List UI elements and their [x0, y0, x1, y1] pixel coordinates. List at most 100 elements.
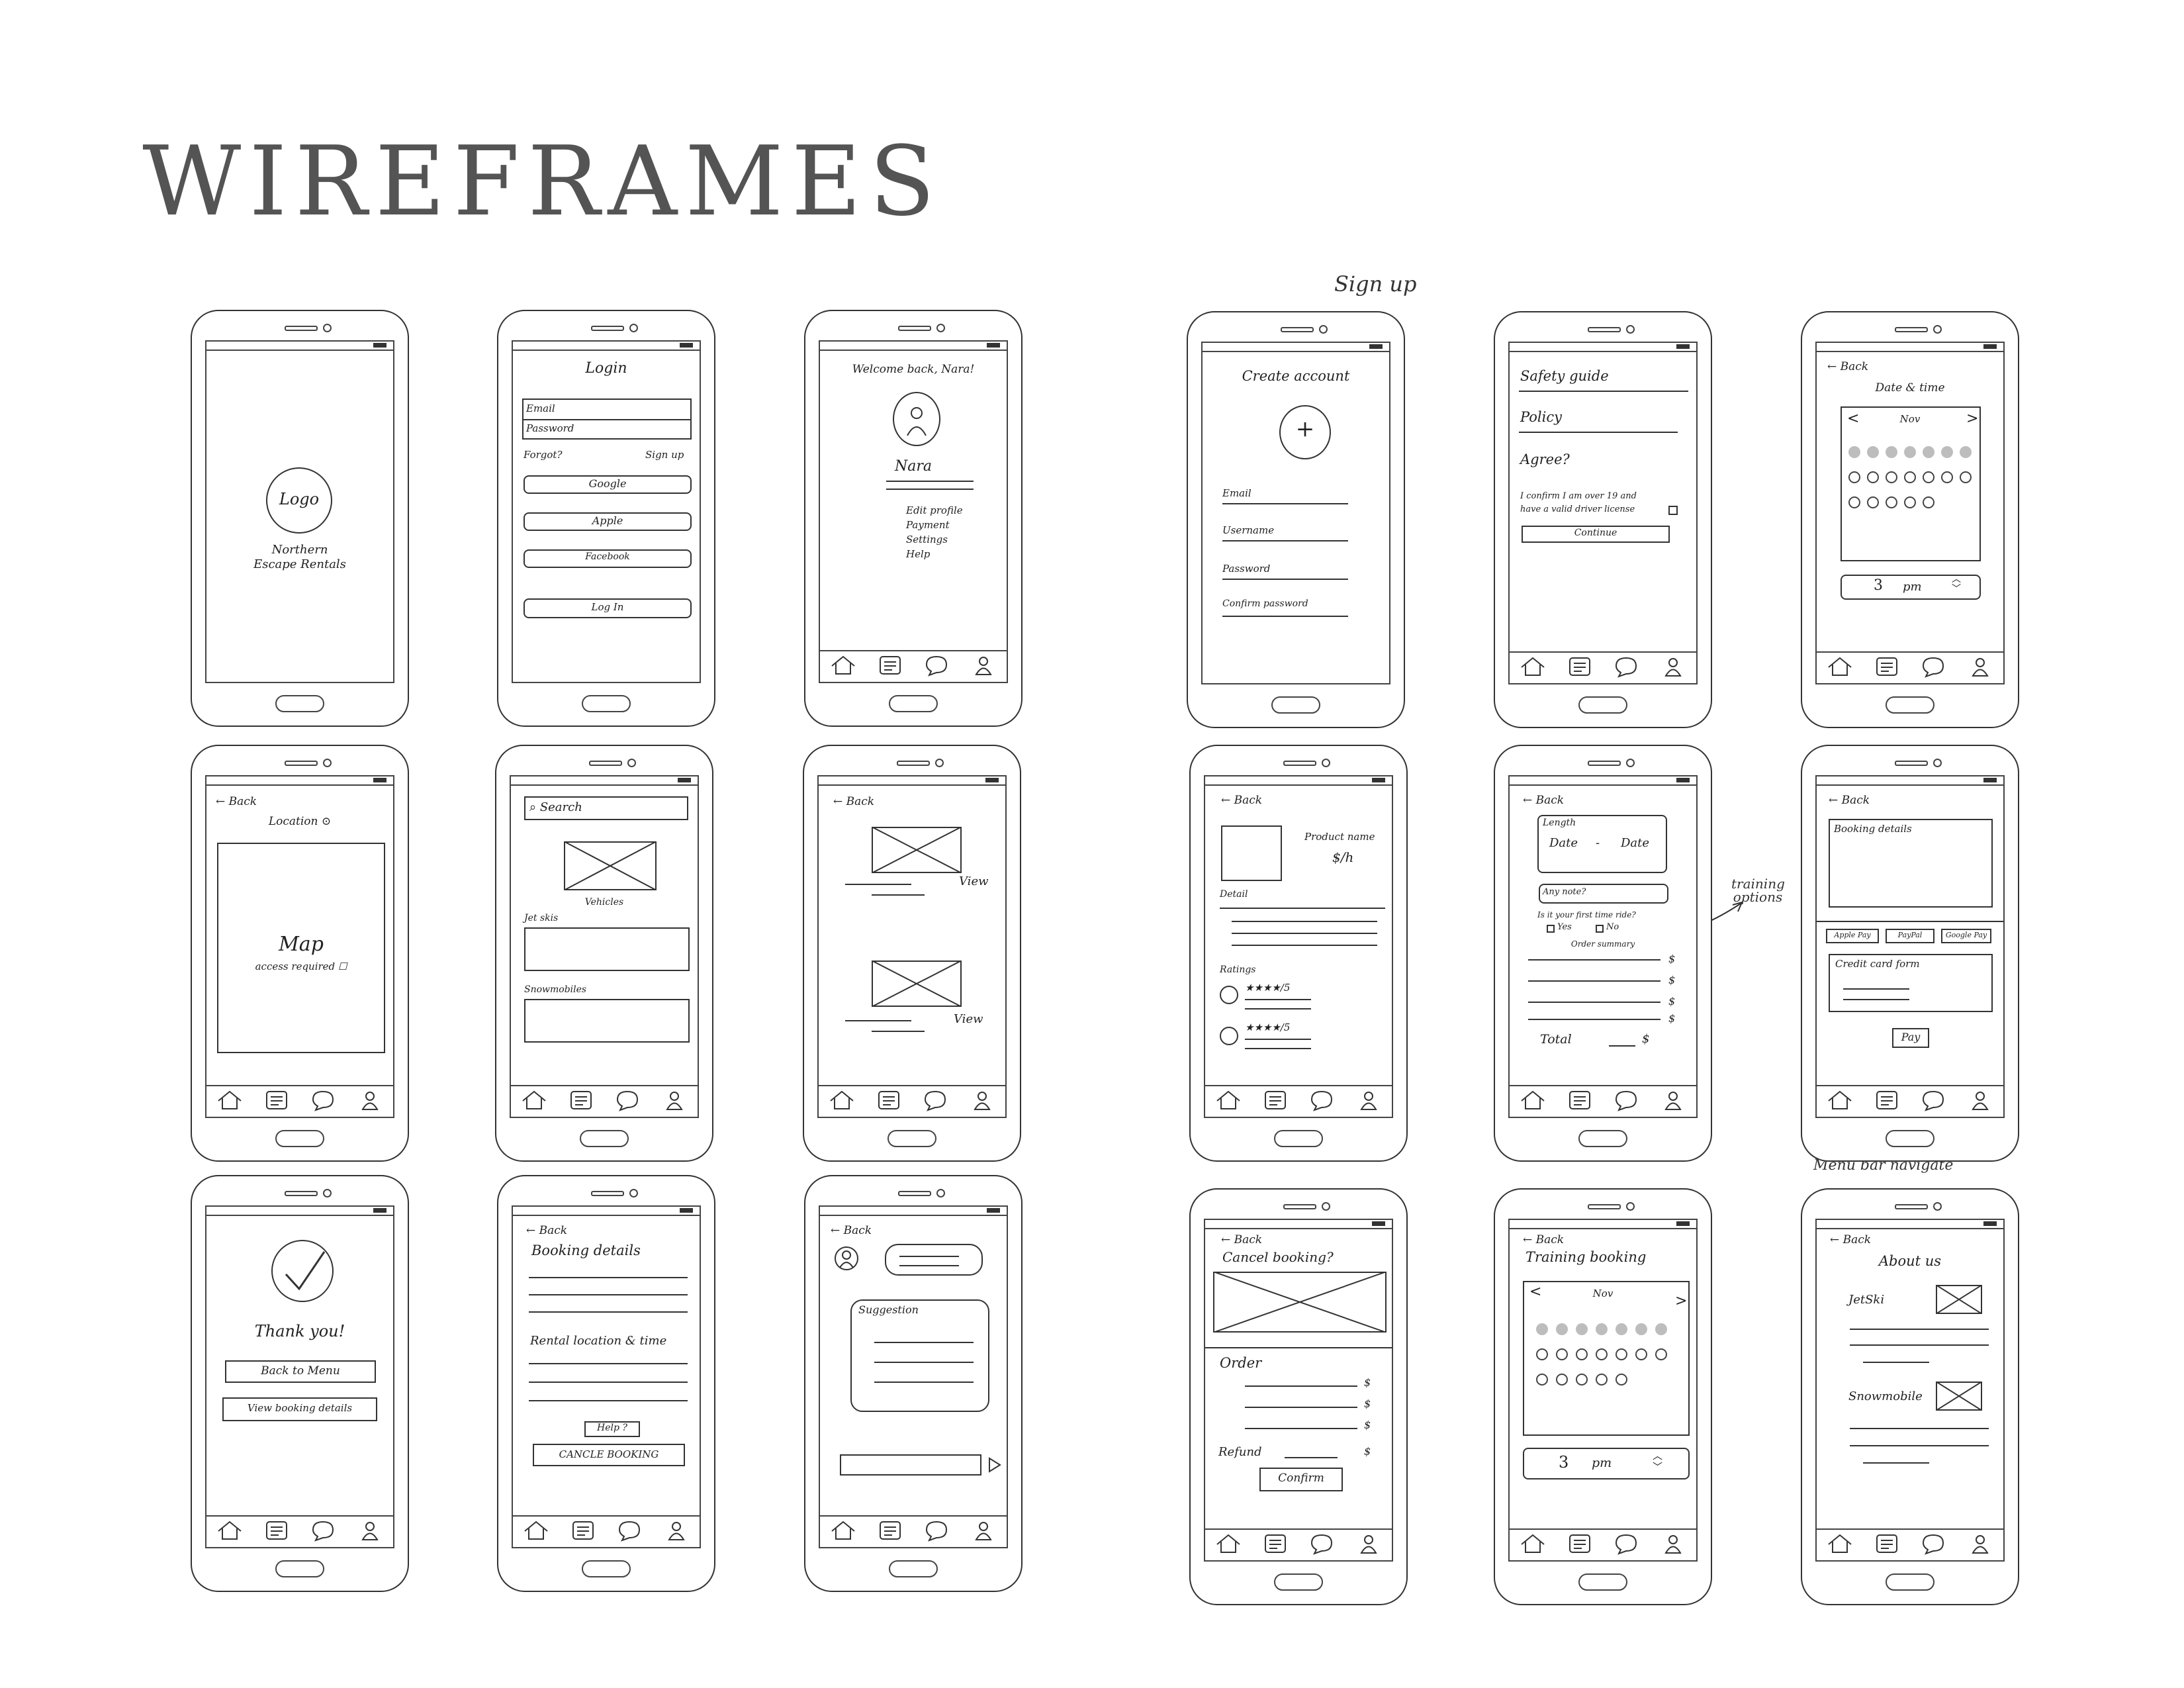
calendar-day[interactable] — [1960, 471, 1972, 483]
back-button[interactable]: ← Back — [1523, 1233, 1565, 1246]
time-stepper-icon[interactable]: ︿﹀ — [1952, 574, 1961, 594]
calendar-day[interactable] — [1848, 446, 1860, 458]
username-field[interactable]: Username — [1222, 524, 1275, 536]
calendar-day[interactable] — [1556, 1348, 1568, 1360]
view-button[interactable]: View — [959, 874, 989, 888]
facebook-button[interactable] — [523, 549, 692, 568]
message-input[interactable] — [840, 1454, 981, 1476]
home-icon[interactable] — [522, 1519, 550, 1544]
calendar-day[interactable] — [1576, 1374, 1588, 1385]
home-button[interactable] — [582, 1560, 631, 1577]
calendar-day[interactable] — [1867, 471, 1879, 483]
menu-payment[interactable]: Payment — [906, 519, 950, 531]
list-icon[interactable] — [1873, 1089, 1901, 1114]
apple-pay-button[interactable] — [1826, 929, 1879, 943]
time-picker[interactable] — [1523, 1448, 1690, 1479]
apple-button[interactable] — [523, 512, 692, 531]
calendar-day[interactable] — [1941, 471, 1953, 483]
chat-icon[interactable] — [309, 1089, 337, 1114]
calendar-day[interactable] — [1635, 1348, 1647, 1360]
profile-icon[interactable] — [1355, 1089, 1383, 1114]
length-picker[interactable] — [1537, 815, 1667, 873]
calendar-day[interactable] — [1867, 446, 1879, 458]
chat-icon[interactable] — [1919, 1532, 1947, 1558]
note-input[interactable] — [1539, 884, 1668, 904]
send-icon[interactable] — [988, 1457, 1001, 1473]
list-icon[interactable] — [567, 1089, 595, 1114]
home-icon[interactable] — [828, 1089, 856, 1114]
chat-icon[interactable] — [923, 1519, 950, 1544]
home-button[interactable] — [1274, 1573, 1323, 1591]
calendar-day[interactable] — [1536, 1374, 1548, 1385]
chat-icon[interactable] — [1612, 655, 1640, 680]
list-icon[interactable] — [876, 654, 904, 679]
login-button[interactable] — [523, 598, 692, 618]
home-button[interactable] — [582, 695, 631, 712]
profile-icon[interactable] — [660, 1089, 688, 1114]
home-button[interactable] — [889, 1560, 938, 1577]
confirm-button[interactable] — [1259, 1468, 1343, 1491]
help-button[interactable] — [584, 1421, 640, 1437]
chat-icon[interactable] — [1919, 655, 1947, 680]
list-icon[interactable] — [1873, 655, 1901, 680]
list-item-image[interactable] — [872, 827, 962, 873]
chat-icon[interactable] — [1612, 1089, 1640, 1114]
home-button[interactable] — [1886, 696, 1934, 714]
back-button[interactable]: ← Back — [1221, 1233, 1263, 1246]
chat-icon[interactable] — [1612, 1532, 1640, 1558]
home-button[interactable] — [889, 695, 938, 712]
calendar-day[interactable] — [1635, 1323, 1647, 1335]
profile-icon[interactable] — [1659, 1089, 1687, 1114]
map-area[interactable] — [217, 843, 385, 1053]
profile-icon[interactable] — [970, 654, 997, 679]
back-to-menu-button[interactable] — [225, 1360, 376, 1383]
prev-month-icon[interactable]: < — [1847, 410, 1860, 427]
home-icon[interactable] — [520, 1089, 548, 1114]
back-button[interactable]: ← Back — [1830, 1233, 1872, 1246]
snowmobiles-card[interactable] — [524, 999, 690, 1043]
prev-month-icon[interactable]: < — [1529, 1284, 1542, 1300]
profile-icon[interactable] — [1966, 655, 1994, 680]
profile-icon[interactable] — [1966, 1532, 1994, 1558]
calendar-day[interactable] — [1960, 446, 1972, 458]
time-stepper-icon[interactable]: ︿﹀ — [1653, 1450, 1663, 1473]
home-button[interactable] — [275, 1560, 324, 1577]
chat-icon[interactable] — [615, 1519, 643, 1544]
calendar-day[interactable] — [1886, 446, 1897, 458]
list-icon[interactable] — [1566, 1532, 1594, 1558]
menu-settings[interactable]: Settings — [906, 534, 948, 545]
profile-icon[interactable] — [970, 1519, 997, 1544]
menu-edit-profile[interactable]: Edit profile — [906, 504, 963, 516]
calendar-day[interactable] — [1886, 471, 1897, 483]
back-button[interactable]: ← Back — [1827, 360, 1869, 373]
profile-icon[interactable] — [1659, 655, 1687, 680]
calendar-day[interactable] — [1615, 1323, 1627, 1335]
list-icon[interactable] — [263, 1089, 291, 1114]
calendar-day[interactable] — [1886, 496, 1897, 508]
view-booking-button[interactable] — [222, 1397, 377, 1421]
calendar-day[interactable] — [1923, 446, 1934, 458]
calendar-day[interactable] — [1941, 446, 1953, 458]
profile-icon[interactable] — [1659, 1532, 1687, 1558]
calendar-day[interactable] — [1904, 471, 1916, 483]
home-icon[interactable] — [829, 1519, 857, 1544]
back-button[interactable]: ← Back — [833, 795, 875, 808]
back-button[interactable]: ← Back — [1829, 794, 1870, 807]
back-button[interactable]: ← Back — [831, 1224, 872, 1237]
home-button[interactable] — [1578, 696, 1627, 714]
calendar-day[interactable] — [1923, 471, 1934, 483]
password-field[interactable]: Password — [526, 422, 574, 434]
paypal-button[interactable] — [1886, 929, 1934, 943]
cancel-booking-button[interactable] — [533, 1444, 685, 1466]
next-month-icon[interactable]: > — [1675, 1293, 1688, 1309]
chat-icon[interactable] — [1308, 1089, 1336, 1114]
list-icon[interactable] — [1261, 1532, 1289, 1558]
list-icon[interactable] — [1261, 1089, 1289, 1114]
home-icon[interactable] — [1214, 1089, 1242, 1114]
calendar-day[interactable] — [1536, 1323, 1548, 1335]
home-button[interactable] — [887, 1130, 936, 1147]
no-checkbox[interactable] — [1596, 925, 1604, 933]
calendar-day[interactable] — [1556, 1374, 1568, 1385]
next-month-icon[interactable]: > — [1966, 410, 1979, 427]
back-button[interactable]: ← Back — [526, 1224, 568, 1237]
